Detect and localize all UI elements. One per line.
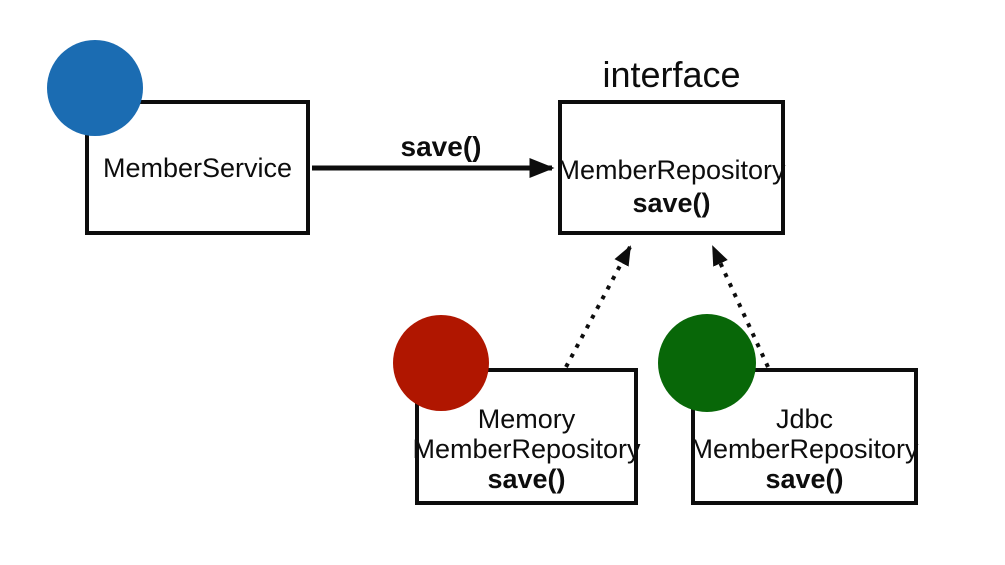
- implements-arrow-memory: [564, 245, 632, 368]
- member-repository-method-label: save(): [632, 188, 711, 218]
- memory-member-repository-label-line2: MemberRepository: [412, 434, 641, 464]
- interface-stereotype-label: interface: [602, 54, 741, 95]
- member-service-circle-badge: [47, 40, 143, 136]
- memory-member-repository-label-line1: Memory: [477, 404, 576, 434]
- memory-member-repository-circle-badge: [393, 315, 489, 411]
- member-repository-label: MemberRepository: [557, 155, 786, 185]
- memory-member-repository-box: Memory MemberRepository save(): [412, 368, 641, 505]
- member-repository-box: MemberRepository save(): [557, 100, 786, 235]
- jdbc-member-repository-label-line2: MemberRepository: [690, 434, 919, 464]
- jdbc-member-repository-label-line1: Jdbc: [775, 404, 834, 434]
- member-service-label: MemberService: [102, 152, 293, 183]
- jdbc-member-repository-circle-badge: [658, 314, 756, 412]
- dependency-arrow-label: save(): [400, 131, 482, 162]
- memory-member-repository-method-label: save(): [487, 464, 566, 494]
- jdbc-member-repository-method-label: save(): [765, 464, 844, 494]
